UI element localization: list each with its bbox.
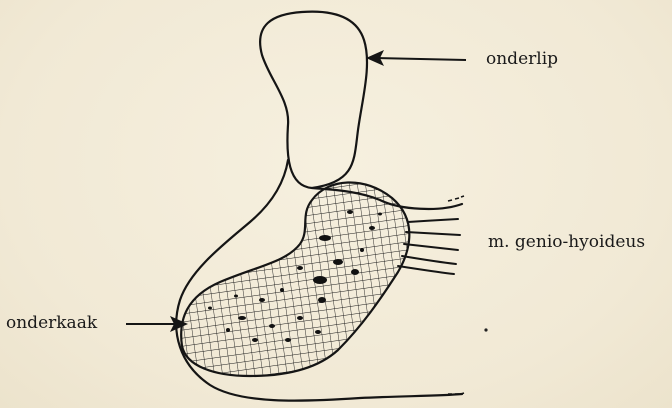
jaw-hatched-region [181,182,409,376]
outer-contour [260,12,462,209]
label-onderkaak: onderkaak [6,313,97,333]
arrow-onderlip [366,50,466,66]
contour-fade-top [448,196,464,201]
stray-dot [484,328,487,331]
contour-fade-bottom [448,393,464,394]
arrow-onderkaak [126,316,188,332]
label-genio-hyoideus: m. genio-hyoideus [488,232,645,252]
label-onderlip: onderlip [486,49,558,69]
